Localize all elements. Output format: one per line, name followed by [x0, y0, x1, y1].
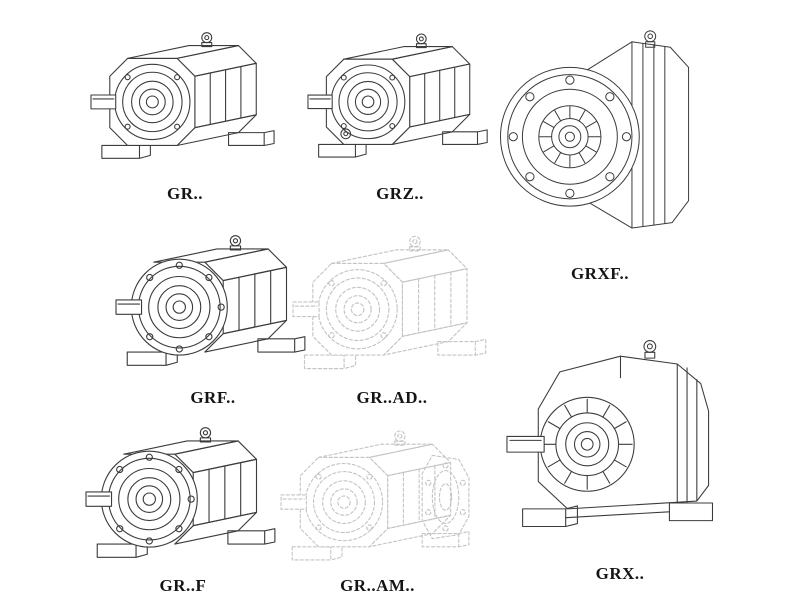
grx-reducer-drawing: [505, 308, 735, 560]
figure-label-gr: GR..: [167, 184, 203, 203]
figure-grz: GRZ..: [307, 12, 493, 204]
grz-reducer-drawing: [307, 12, 493, 180]
figure-gr: GR..: [90, 12, 280, 204]
figure-label-gr-ad: GR..AD..: [356, 388, 428, 407]
figure-label-gr-am: GR..AM..: [340, 576, 415, 595]
figure-grx: GRX..: [505, 308, 735, 584]
figure-label-grxf: GRXF..: [570, 264, 630, 283]
figure-label-gr-f: GR..F: [159, 576, 207, 595]
figure-gr-f: GR..F: [85, 414, 281, 596]
gr-f-reducer-drawing: [85, 414, 281, 572]
grf-reducer-drawing: [115, 218, 311, 384]
figure-grf: GRF..: [115, 218, 311, 408]
figure-gr-ad: GR..AD..: [292, 222, 492, 408]
gr-ad-reducer-drawing: [292, 222, 492, 384]
figure-label-grf: GRF..: [190, 388, 236, 407]
figure-label-grz: GRZ..: [376, 184, 424, 203]
gr-am-reducer-drawing: [280, 420, 470, 572]
gr-reducer-drawing: [90, 12, 280, 180]
grxf-reducer-drawing: [495, 8, 705, 260]
motor-flange-detail: [421, 454, 470, 540]
figure-gr-am: GR..AM..: [280, 420, 475, 596]
figure-label-grx: GRX..: [595, 564, 645, 583]
figure-grxf: GRXF..: [495, 8, 705, 284]
